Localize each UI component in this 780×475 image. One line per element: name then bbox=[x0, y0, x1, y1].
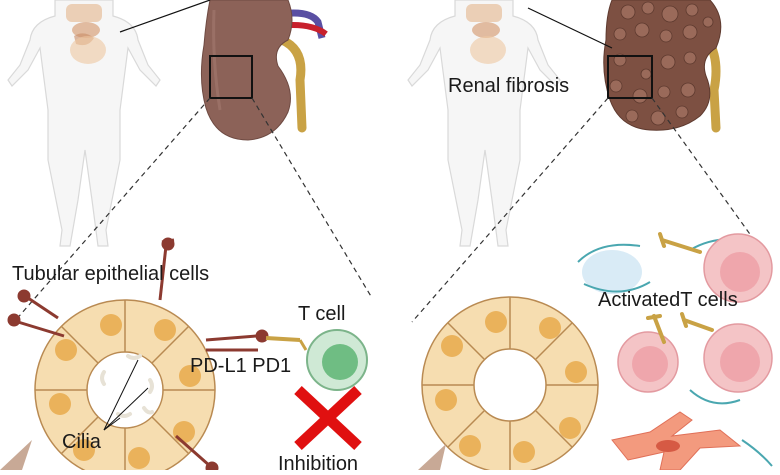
inhibition-x-icon bbox=[294, 385, 362, 451]
tubular-epithelial-cells-label: Tubular epithelial cells bbox=[12, 263, 210, 285]
cilia-pointer-lines bbox=[103, 359, 149, 431]
inhibition-label: Inhibition bbox=[278, 453, 359, 475]
organs-left bbox=[66, 4, 106, 64]
activated-t-cells bbox=[577, 232, 773, 405]
zoom-box-healthy bbox=[209, 55, 253, 99]
cilia-marks bbox=[100, 354, 154, 418]
zoom-line-right-b bbox=[651, 97, 771, 263]
t-cell-label: T cell bbox=[298, 303, 346, 325]
activated-t-cells-label: ActivatedT cells bbox=[598, 289, 738, 311]
cell-borders-left bbox=[35, 300, 215, 475]
myofibroblast bbox=[611, 411, 773, 471]
zoom-line-left-b bbox=[251, 97, 373, 299]
kidney-healthy bbox=[200, 0, 328, 141]
cilia-label: Cilia bbox=[62, 431, 101, 453]
human-body-left bbox=[7, 0, 161, 247]
kidney-fibrotic bbox=[603, 0, 722, 133]
zoom-line-right-a bbox=[411, 97, 609, 323]
zoom-line-left-a bbox=[13, 97, 211, 323]
tissue-wedge-left bbox=[0, 440, 32, 470]
renal-fibrosis-label: Renal fibrosis bbox=[448, 75, 570, 97]
human-body-right bbox=[407, 0, 561, 247]
pd-l1-receptors bbox=[7, 237, 269, 475]
nuclei-left bbox=[49, 314, 201, 469]
pd-l1-pd1-label: PD-L1 PD1 bbox=[190, 355, 292, 377]
tubule-healthy bbox=[7, 237, 269, 475]
t-cell-inhibited bbox=[265, 329, 368, 391]
tubule-fibrotic bbox=[421, 296, 599, 474]
tissue-wedge-right bbox=[418, 444, 446, 470]
fibrotic-nodules bbox=[609, 1, 714, 126]
zoom-box-fibrotic bbox=[607, 55, 653, 99]
